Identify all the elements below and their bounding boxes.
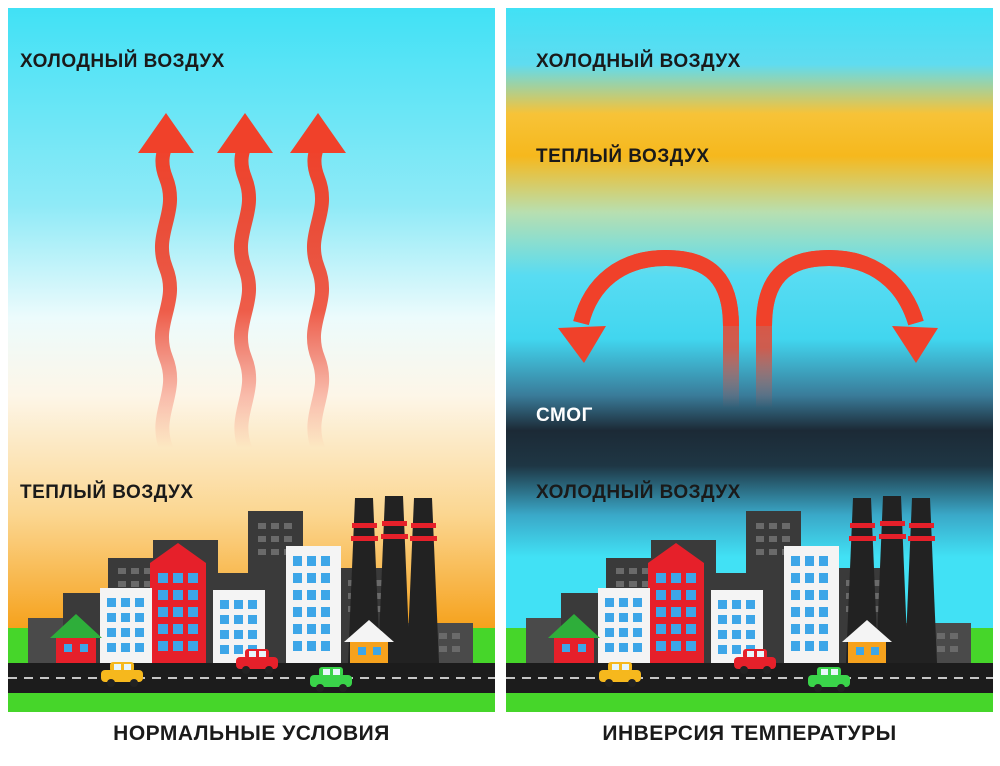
label-warm-air: ТЕПЛЫЙ ВОЗДУХ (20, 482, 194, 503)
rising-arrow-2 (217, 113, 273, 455)
grass (506, 693, 993, 712)
caption-normal-conditions: НОРМАЛЬНЫЕ УСЛОВИЯ (113, 722, 390, 745)
label-warm-air: ТЕПЛЫЙ ВОЗДУХ (536, 146, 710, 167)
house-green-roof (548, 614, 600, 663)
factory-chimneys (348, 496, 439, 663)
car-green (310, 667, 352, 692)
caption-temperature-inversion: ИНВЕРСИЯ ТЕМПЕРАТУРЫ (602, 722, 897, 745)
car-red (734, 649, 776, 674)
grass (8, 693, 495, 712)
panel-normal-conditions: ХОЛОДНЫЙ ВОЗДУХ ТЕПЛЫЙ ВОЗДУХ (8, 8, 495, 712)
label-cold-air-top: ХОЛОДНЫЙ ВОЗДУХ (536, 51, 741, 72)
car-yellow (101, 662, 143, 687)
panel-temperature-inversion: ХОЛОДНЫЙ ВОЗДУХ ТЕПЛЫЙ ВОЗДУХ СМОГ ХОЛОД… (506, 8, 993, 712)
deflected-arrow-right (756, 249, 938, 408)
rising-warm-air-arrows (138, 113, 346, 455)
rising-arrow-3 (290, 113, 346, 455)
label-cold-air-bottom: ХОЛОДНЫЙ ВОЗДУХ (536, 482, 741, 503)
deflected-air-arrows (558, 249, 938, 408)
inversion-scene (506, 8, 993, 712)
car-yellow (599, 662, 641, 687)
rising-arrow-1 (138, 113, 194, 455)
house-green-roof (50, 614, 102, 663)
city-skyline (526, 496, 971, 663)
deflected-arrow-left (558, 249, 739, 408)
normal-scene (8, 8, 495, 712)
city-skyline (28, 496, 473, 663)
factory-chimneys (846, 496, 937, 663)
label-cold-air: ХОЛОДНЫЙ ВОЗДУХ (20, 51, 225, 72)
house-white-roof (842, 620, 892, 663)
car-red (236, 649, 278, 674)
label-smog: СМОГ (536, 405, 593, 426)
car-green (808, 667, 850, 692)
house-white-roof (344, 620, 394, 663)
